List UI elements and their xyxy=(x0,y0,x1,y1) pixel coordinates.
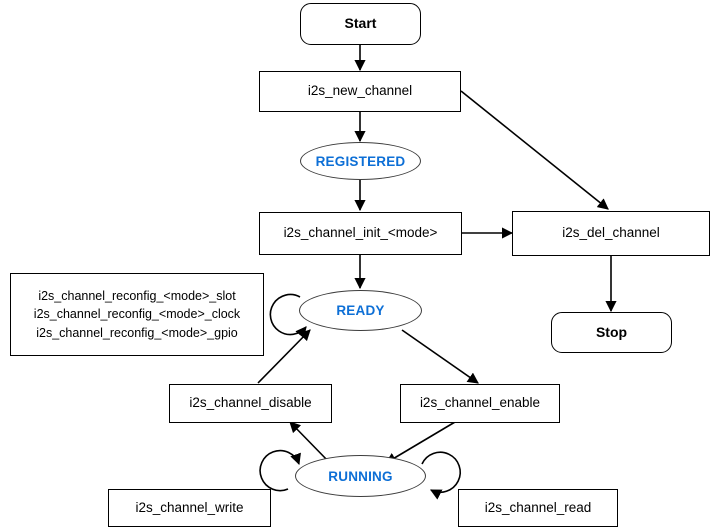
node-i2s-channel-enable[interactable]: i2s_channel_enable xyxy=(400,384,560,423)
node-i2s-channel-enable-label: i2s_channel_enable xyxy=(419,395,541,411)
node-i2s-new-channel[interactable]: i2s_new_channel xyxy=(259,71,461,112)
edge-running-self-loop-left xyxy=(259,449,301,492)
state-running[interactable]: RUNNING xyxy=(295,455,426,497)
node-i2s-channel-init-label: i2s_channel_init_<mode> xyxy=(283,225,438,241)
node-stop[interactable]: Stop xyxy=(551,312,672,353)
state-running-label: RUNNING xyxy=(328,468,393,484)
node-start-label: Start xyxy=(344,15,377,32)
node-i2s-new-channel-label: i2s_new_channel xyxy=(307,83,413,99)
state-ready-label: READY xyxy=(336,303,385,318)
state-registered-label: REGISTERED xyxy=(315,153,406,169)
node-i2s-channel-write[interactable]: i2s_channel_write xyxy=(108,489,271,527)
edge-channel-disable-to-ready xyxy=(257,329,311,384)
reconfig-slot-label: i2s_channel_reconfig_<mode>_slot xyxy=(38,289,236,304)
node-stop-label: Stop xyxy=(595,323,628,340)
node-i2s-channel-read-label: i2s_channel_read xyxy=(484,499,592,515)
node-i2s-del-channel[interactable]: i2s_del_channel xyxy=(512,211,710,256)
edge-new-channel-to-del-channel xyxy=(460,90,609,210)
node-i2s-channel-write-label: i2s_channel_write xyxy=(135,499,244,515)
edge-running-self-loop-right xyxy=(421,451,462,500)
state-registered[interactable]: REGISTERED xyxy=(300,142,421,180)
edge-running-to-channel-disable xyxy=(289,421,331,464)
node-i2s-channel-init[interactable]: i2s_channel_init_<mode> xyxy=(259,212,462,255)
state-ready[interactable]: READY xyxy=(299,290,422,331)
edge-channel-enable-to-running xyxy=(385,421,456,464)
node-reconfig-functions[interactable]: i2s_channel_reconfig_<mode>_slot i2s_cha… xyxy=(10,273,264,356)
reconfig-gpio-label: i2s_channel_reconfig_<mode>_gpio xyxy=(36,325,238,340)
edge-ready-to-channel-enable xyxy=(401,329,479,384)
node-i2s-channel-read[interactable]: i2s_channel_read xyxy=(458,489,618,527)
reconfig-clock-label: i2s_channel_reconfig_<mode>_clock xyxy=(33,307,241,322)
node-i2s-channel-disable-label: i2s_channel_disable xyxy=(189,395,312,411)
node-i2s-channel-disable[interactable]: i2s_channel_disable xyxy=(169,384,332,423)
node-i2s-del-channel-label: i2s_del_channel xyxy=(562,225,660,241)
node-start[interactable]: Start xyxy=(300,3,421,45)
